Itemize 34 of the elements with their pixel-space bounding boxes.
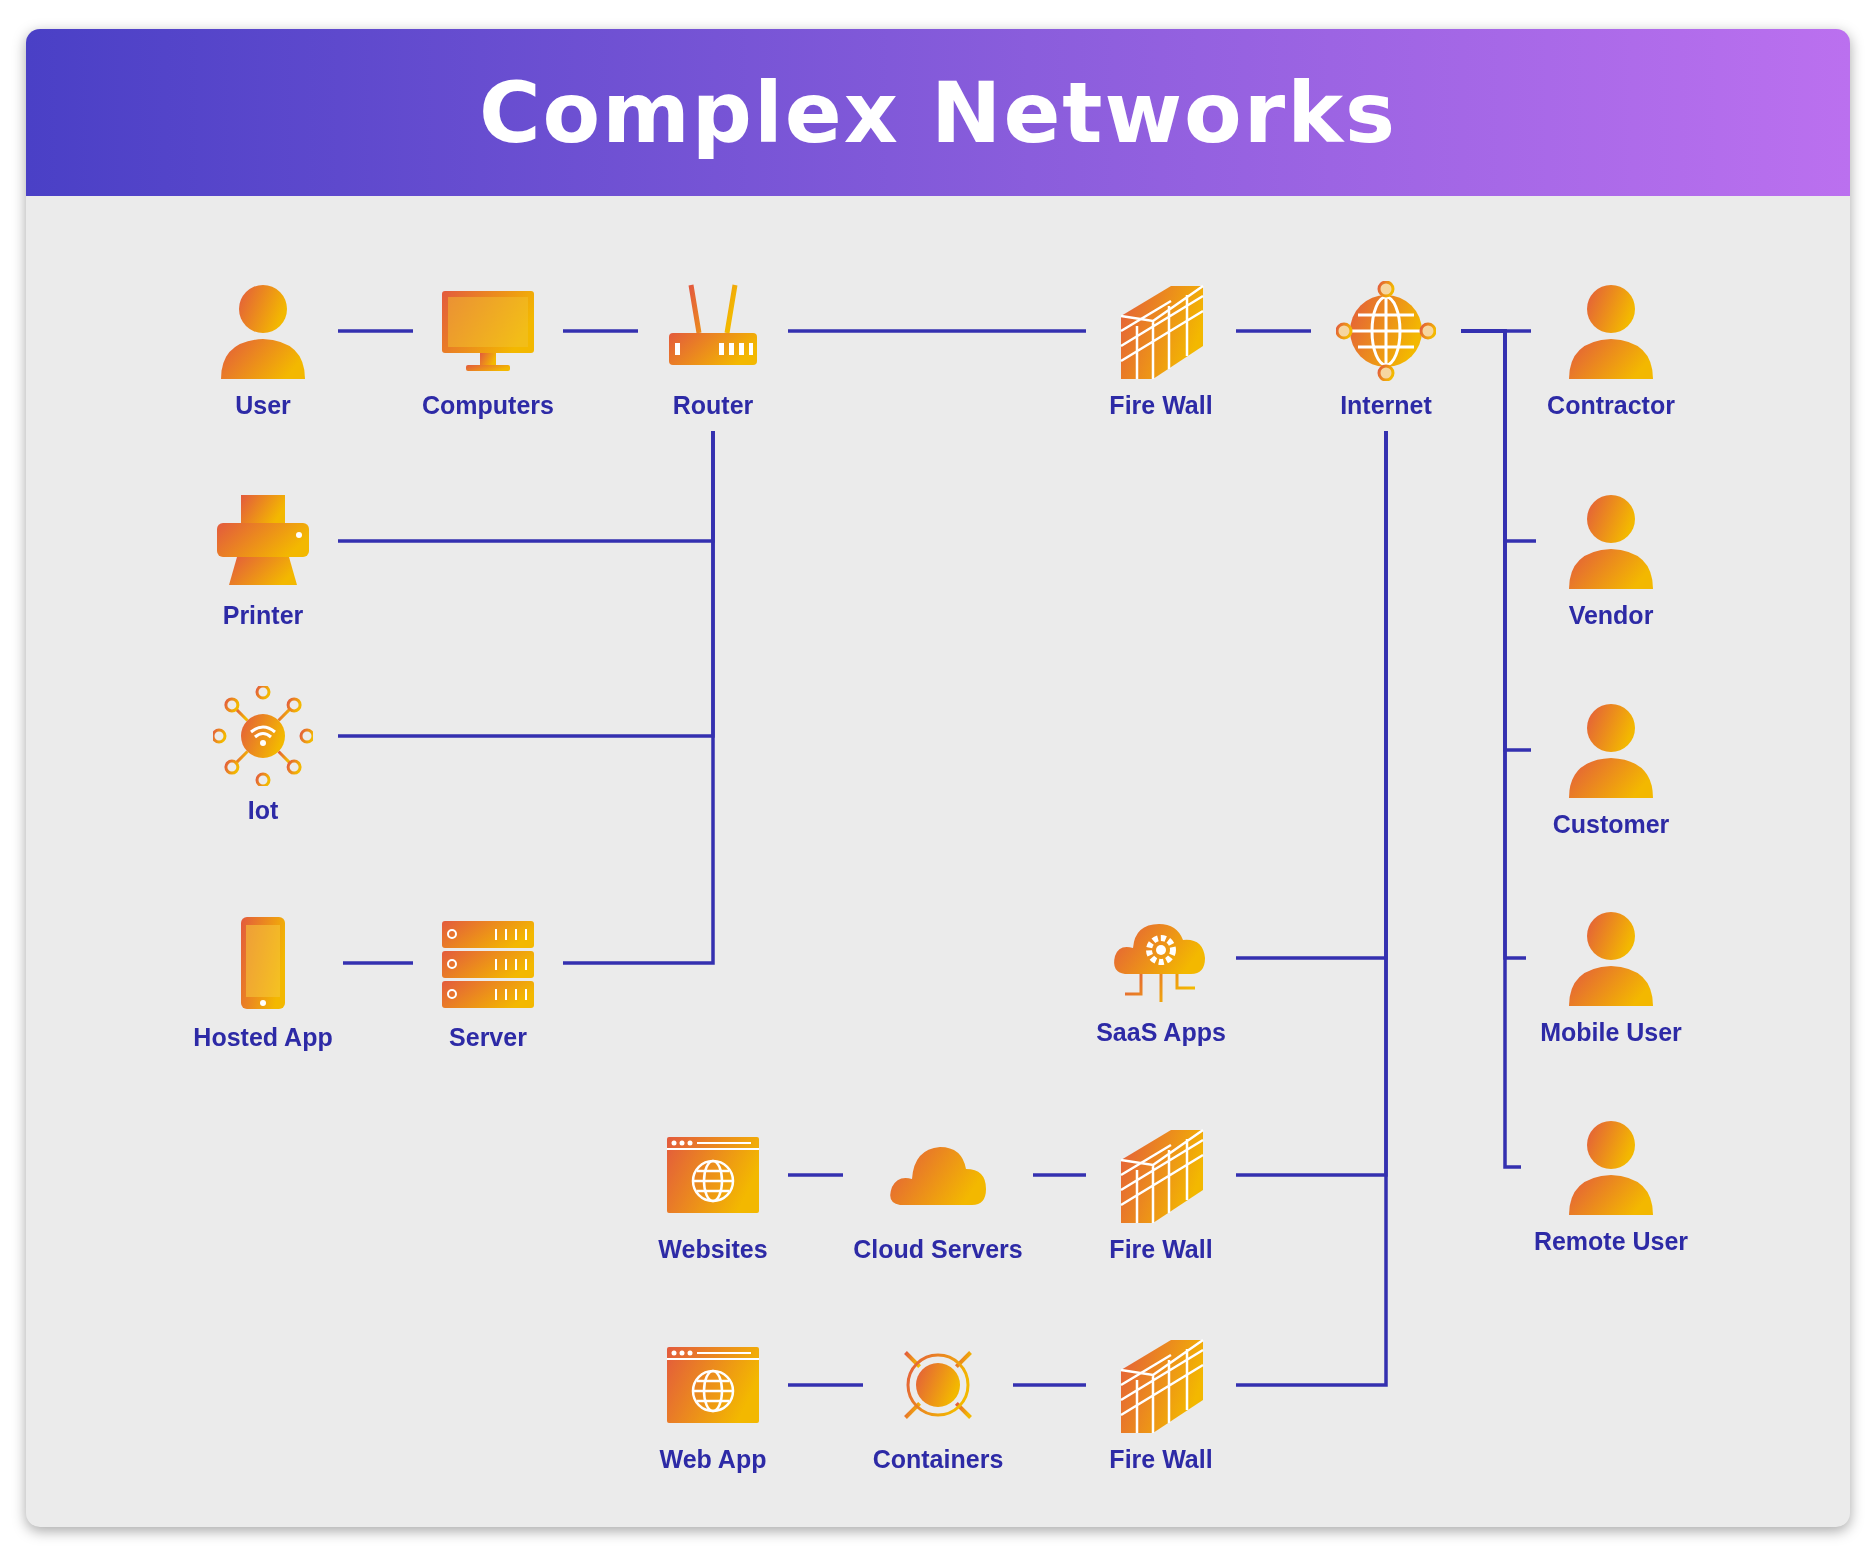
node-label: Contractor [1547,391,1675,420]
connector-line [788,1173,843,1177]
connector-line [563,431,715,965]
node-label: Hosted App [193,1023,333,1052]
node-label: Server [449,1023,527,1052]
node-label: Internet [1340,391,1432,420]
node-label: Router [672,391,754,420]
node-label: Customer [1552,810,1670,839]
node-label: Remote User [1533,1227,1689,1256]
node-label: Cloud Servers [853,1235,1023,1264]
node-label: Containers [872,1445,1004,1474]
node-label: User [235,391,291,420]
connector-line [1236,329,1311,333]
node-label: Fire Wall [1109,391,1213,420]
node-label: Vendor [1568,601,1654,630]
connector-line [1033,1173,1086,1177]
connector-line [563,329,638,333]
page-title: Complex Networks [478,63,1398,162]
connector-line [1013,1383,1086,1387]
connector-line [1461,329,1521,1169]
connector-line [788,1383,863,1387]
node-label: SaaS Apps [1096,1018,1226,1047]
node-label: Fire Wall [1109,1235,1213,1264]
node-label: Websites [658,1235,768,1264]
node-label: Mobile User [1540,1018,1682,1047]
connector-line [788,329,1086,333]
node-label: Computers [422,391,554,420]
node-label: Web App [659,1445,767,1474]
connector-line [343,961,413,965]
node-label: Printer [222,601,304,630]
connector-line [1236,431,1388,1387]
node-label: Fire Wall [1109,1445,1213,1474]
connector-line [338,329,413,333]
node-label: Iot [247,796,279,825]
